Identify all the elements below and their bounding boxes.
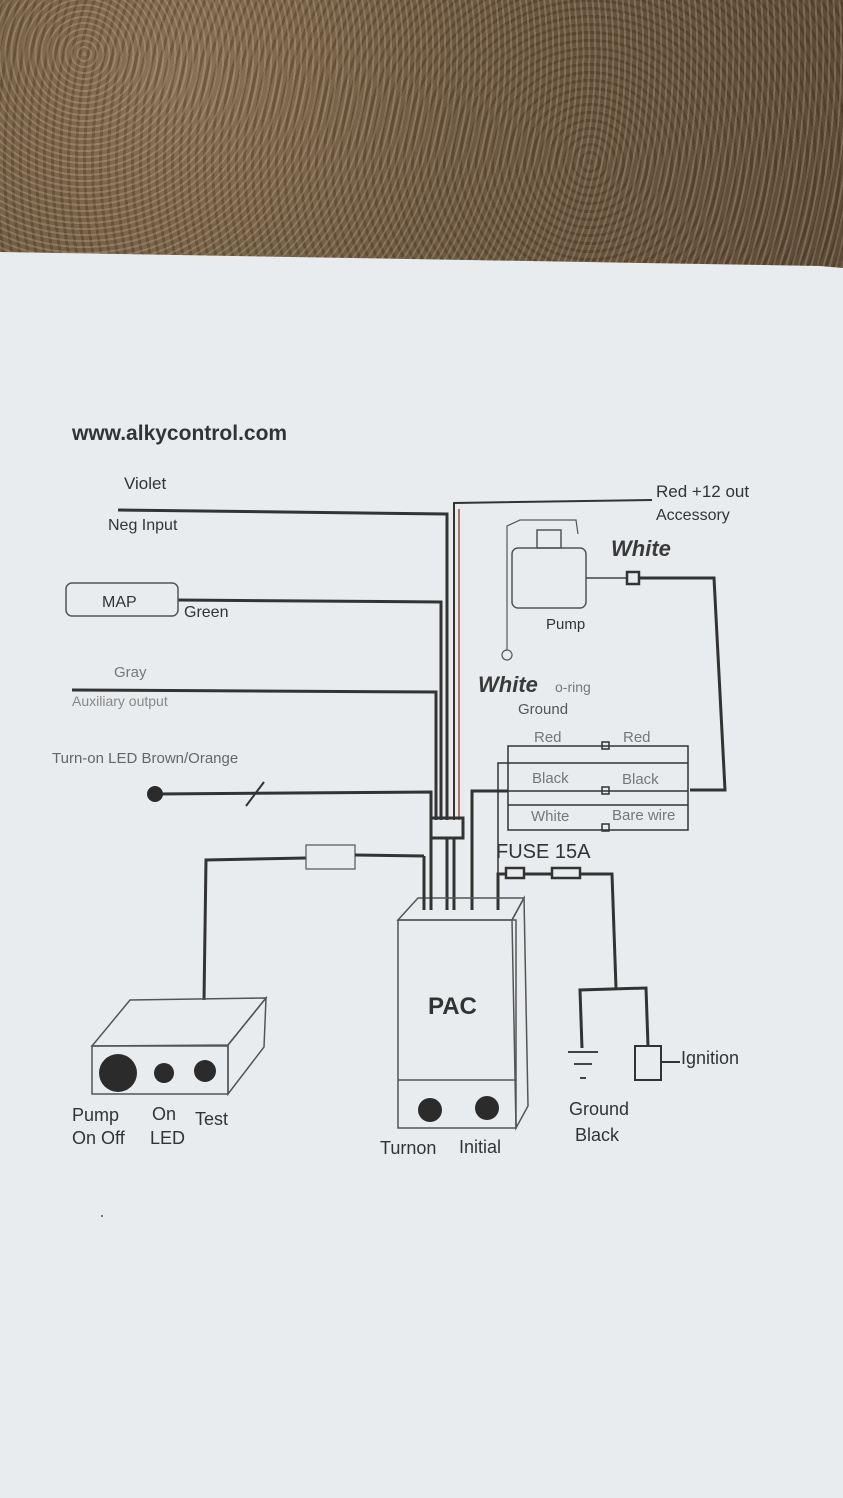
gray-wire xyxy=(71,688,438,820)
paper-sheet xyxy=(0,252,843,1498)
red-left-label: Red xyxy=(534,729,562,746)
pump-hose xyxy=(506,519,579,650)
initial-button[interactable] xyxy=(475,1096,499,1120)
pump-switch-label: Pump xyxy=(72,1105,119,1125)
paper-speck xyxy=(101,1215,103,1217)
pac-side xyxy=(511,895,529,1131)
black-left-label: Black xyxy=(532,770,569,787)
white-pin xyxy=(601,823,610,832)
power-split-wire xyxy=(578,986,650,1049)
map-label: MAP xyxy=(102,594,137,611)
wire-break-mark xyxy=(245,781,265,807)
pump xyxy=(501,519,626,661)
red-right-label: Red xyxy=(623,729,651,746)
green-label: Green xyxy=(184,604,228,621)
test-label: Test xyxy=(195,1109,228,1129)
connector-outline xyxy=(507,745,689,831)
switch-box xyxy=(90,995,268,1097)
ground-ring xyxy=(501,649,513,661)
test-button[interactable] xyxy=(194,1060,216,1082)
initial-label: Initial xyxy=(459,1137,501,1157)
ground-symbol xyxy=(568,1051,598,1079)
map-sensor-box xyxy=(65,582,179,617)
green-wire xyxy=(177,598,443,820)
red-pin xyxy=(601,741,610,750)
aux-output-label: Auxiliary output xyxy=(72,693,168,709)
turn-on-led-label: Turn-on LED Brown/Orange xyxy=(52,750,238,767)
pac-input-wires xyxy=(422,838,433,910)
white-top-label: White xyxy=(611,536,671,561)
violet-wire xyxy=(117,508,449,820)
oring-label: o-ring xyxy=(555,679,591,695)
on-label: On xyxy=(152,1104,176,1124)
neg-input-label: Neg Input xyxy=(108,517,178,534)
red-wire-to-pac xyxy=(497,762,508,910)
gray-label: Gray xyxy=(114,664,147,681)
pac-front xyxy=(397,919,517,1129)
white-left-label: White xyxy=(531,808,569,825)
red-out-label: Red +12 out xyxy=(656,482,749,501)
turnon-label: Turnon xyxy=(380,1138,436,1158)
red-out-wire xyxy=(453,499,653,820)
led-bulb xyxy=(147,786,163,802)
black-pin xyxy=(601,786,610,795)
switch-wire-left xyxy=(202,856,307,1001)
pump-head xyxy=(536,529,562,549)
led-label: LED xyxy=(150,1128,185,1148)
pump-switch[interactable] xyxy=(99,1054,137,1092)
pac-label: PAC xyxy=(428,993,477,1020)
switch-wire-right xyxy=(354,853,425,858)
connector-block xyxy=(507,741,689,832)
inline-connector xyxy=(305,844,356,870)
switch-box-front xyxy=(91,1045,229,1095)
violet-label: Violet xyxy=(124,474,166,493)
white-mid-label: White xyxy=(478,672,538,697)
bare-wire-label: Bare wire xyxy=(612,807,675,824)
black-wire-to-pac xyxy=(470,789,508,910)
black-label: Black xyxy=(575,1125,620,1145)
left-wires xyxy=(71,508,449,820)
fuse-wire-right xyxy=(580,872,618,989)
carpet-background xyxy=(0,0,843,270)
black-right-label: Black xyxy=(622,771,659,788)
pump-label: Pump xyxy=(546,616,585,633)
ground-label: Ground xyxy=(569,1099,629,1119)
on-led xyxy=(154,1063,174,1083)
ignition-label: Ignition xyxy=(681,1048,739,1068)
led-wire xyxy=(155,790,433,820)
fuse-label: FUSE 15A xyxy=(496,841,591,863)
white-wire-pump xyxy=(639,576,727,792)
accessory-label: Accessory xyxy=(656,507,730,524)
on-off-label: On Off xyxy=(72,1128,126,1148)
turnon-button[interactable] xyxy=(418,1098,442,1122)
pac-box xyxy=(396,895,529,1131)
ground-label-top: Ground xyxy=(518,701,568,718)
site-url: www.alkycontrol.com xyxy=(71,422,287,445)
